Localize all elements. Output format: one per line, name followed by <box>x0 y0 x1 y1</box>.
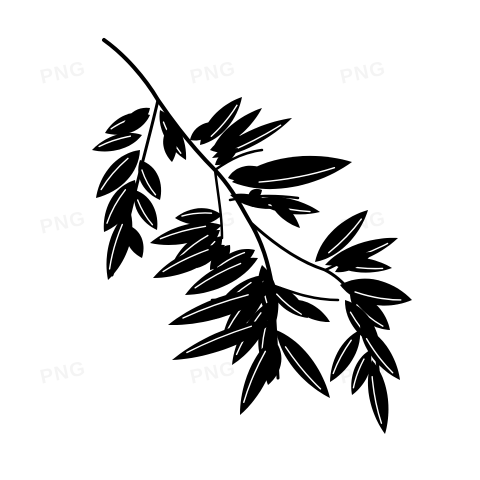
leaf <box>351 350 372 395</box>
leaf <box>340 278 412 306</box>
leaf <box>168 289 272 326</box>
leaf <box>106 210 133 280</box>
leaf <box>172 319 275 360</box>
leaf <box>150 222 222 245</box>
leaf <box>330 330 361 382</box>
leaf <box>212 108 262 150</box>
leaf <box>367 360 389 434</box>
leaf <box>248 188 262 200</box>
leaf <box>360 325 400 380</box>
leaf <box>268 196 300 228</box>
leaf <box>232 155 352 190</box>
leaf <box>163 128 177 162</box>
leaf <box>335 251 373 273</box>
leaf <box>315 210 368 262</box>
leaf <box>200 97 242 145</box>
leaf <box>96 150 140 198</box>
main-stem <box>102 38 274 287</box>
leaf <box>290 299 330 323</box>
leaf <box>103 180 136 232</box>
leaf <box>276 330 330 398</box>
leaf <box>153 244 225 279</box>
leaf <box>175 208 222 225</box>
branch-stem <box>213 168 224 240</box>
leaf <box>265 345 282 385</box>
leaf <box>125 225 144 258</box>
leaf <box>185 257 258 295</box>
leaf <box>134 190 158 230</box>
leaf <box>122 107 150 129</box>
leaf <box>209 245 231 270</box>
leaf <box>215 148 238 166</box>
leaf <box>92 132 142 152</box>
branch-stem <box>213 148 264 172</box>
leaf <box>239 335 277 415</box>
leaf <box>138 160 162 200</box>
